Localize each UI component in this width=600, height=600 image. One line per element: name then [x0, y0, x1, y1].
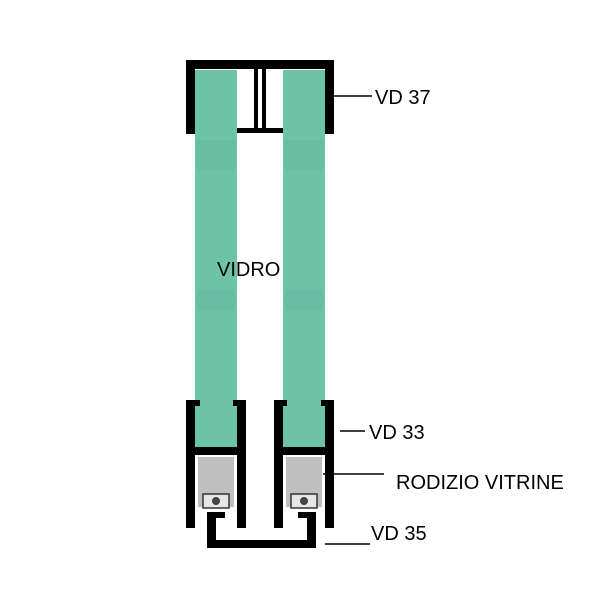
roller-left — [198, 457, 234, 509]
glass-panel-left — [195, 70, 237, 450]
glass-shade-right — [285, 140, 323, 170]
bottom-channel-vd33 — [186, 400, 334, 528]
label-vidro: VIDRO — [217, 259, 280, 281]
label-vd33: VD 33 — [369, 422, 425, 444]
glass-panels — [195, 70, 325, 450]
glass-panel-right — [283, 70, 325, 450]
top-profile-vd37 — [186, 60, 334, 134]
glass-shade-left-2 — [197, 290, 235, 310]
label-vd37: VD 37 — [375, 87, 431, 109]
glass-shade-left — [197, 140, 235, 170]
leader-lines — [323, 95, 384, 545]
label-rodizio-vitrine: RODIZIO VITRINE — [396, 472, 564, 494]
label-vd35: VD 35 — [371, 523, 427, 545]
glass-shade-right-2 — [285, 290, 323, 310]
roller-right — [286, 457, 322, 509]
bottom-track-vd35 — [207, 512, 316, 548]
